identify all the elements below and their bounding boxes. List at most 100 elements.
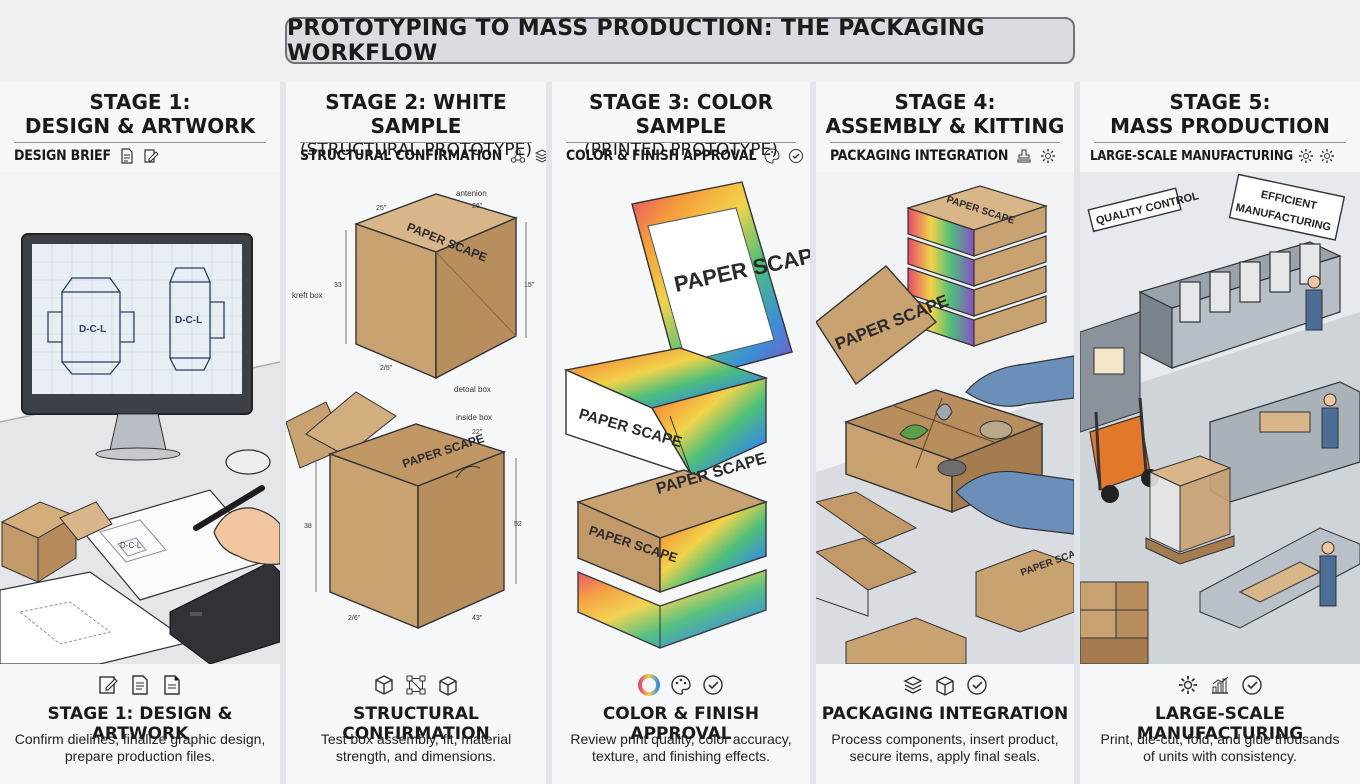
bar-chart-icon — [1212, 676, 1229, 694]
palette-icon — [764, 148, 780, 164]
box-icon — [936, 676, 954, 696]
annotation-label: inside box — [456, 413, 492, 422]
divider-rule — [1094, 142, 1346, 143]
layers-icon — [903, 676, 923, 694]
divider-rule — [300, 142, 532, 143]
divider-rule — [14, 142, 266, 143]
stage-1-desc-line1: Confirm dielines, finalize graphic desig… — [14, 731, 266, 747]
stamp-icon — [1017, 149, 1031, 163]
stage-1-caption: STAGE 1: DESIGN & ARTWORK — [47, 704, 233, 744]
stage-4-subheading: PACKAGING INTEGRATION — [830, 148, 1056, 164]
stage-1-heading-line2: DESIGN & ARTWORK — [24, 114, 256, 138]
gear-icon — [1319, 149, 1334, 163]
assembly-kitting-illustration: PAPER SCAPE PAPER SCAPE PAPER SCAPE — [816, 172, 1074, 664]
svg-text:38: 38 — [304, 523, 312, 530]
svg-text:2/5": 2/5" — [380, 365, 393, 372]
stage-4-illustration: PAPER SCAPE PAPER SCAPE PAPER SCAPE — [816, 172, 1074, 664]
white-sample-boxes-illustration: PAPER SCAPE antenion 25" 26" 33 15" 2/5"… — [286, 172, 546, 664]
stage-3-illustration: PAPER SCAPE PAPER SCAPE PAPER SCAPE PAPE… — [552, 172, 810, 664]
svg-text:22": 22" — [472, 429, 483, 436]
file-icon — [164, 675, 180, 695]
cube-icon — [375, 675, 393, 695]
stage-4-description: Process components, insert product, secu… — [826, 731, 1064, 765]
stage-3-icon-row — [552, 674, 810, 696]
divider-rule — [830, 142, 1060, 143]
page-title: PROTOTYPING TO MASS PRODUCTION: THE PACK… — [285, 16, 1075, 66]
gear-icon — [1179, 676, 1197, 694]
stage-3-description: Review print quality, color accuracy, te… — [562, 731, 800, 765]
svg-text:52: 52 — [514, 521, 522, 528]
palette-icon — [671, 675, 691, 695]
stage-1-heading: STAGE 1: DESIGN & ARTWORK — [0, 90, 280, 138]
stage-2-panel: STAGE 2: WHITE SAMPLE (STRUCTURAL PROTOT… — [286, 82, 550, 784]
edit-icon — [99, 676, 118, 694]
stage-3-subheading-label: COLOR & FINISH APPROVAL — [566, 148, 757, 164]
stage-4-desc-line2: secure items, apply final seals. — [849, 748, 1041, 764]
stage-4-caption: PACKAGING INTEGRATION — [821, 704, 1069, 724]
stage-1-illustration: D-C-L D-C-L D-C-L — [0, 172, 280, 664]
stage-2-subheading-label: STRUCTURAL CONFIRMATION — [300, 148, 503, 164]
box-icon — [439, 676, 457, 696]
edit-icon — [144, 149, 159, 163]
annotation-label: detoal box — [454, 385, 491, 394]
factory-floor-illustration: QUALITY CONTROL EFFICIENT MANUFACTURING — [1080, 172, 1360, 664]
svg-text:25": 25" — [376, 205, 387, 212]
stage-1-description: Confirm dielines, finalize graphic desig… — [10, 731, 270, 765]
stage-3-panel: STAGE 3: COLOR SAMPLE (PRINTED PROTOTYPE… — [552, 82, 810, 784]
column-divider — [280, 82, 286, 784]
stage-5-panel: STAGE 5: MASS PRODUCTION LARGE-SCALE MAN… — [1080, 82, 1360, 784]
stage-5-heading-line2: MASS PRODUCTION — [1110, 114, 1330, 138]
stage-3-heading-line2: (PRINTED PROTOTYPE) — [584, 140, 778, 160]
dieline-label: D-C-L — [120, 541, 142, 550]
stage-3-caption: COLOR & FINISH APPROVAL — [602, 704, 760, 744]
document-icon — [132, 675, 148, 695]
check-circle-icon — [789, 149, 804, 163]
column-divider — [546, 82, 552, 784]
stage-4-heading-line1: STAGE 4: — [894, 90, 996, 114]
stage-1-heading-line1: STAGE 1: — [89, 90, 191, 114]
stage-5-heading-line1: STAGE 5: — [1169, 90, 1271, 114]
column-divider — [1074, 82, 1080, 784]
stage-4-heading-line2: ASSEMBLY & KITTING — [825, 114, 1065, 138]
stage-3-subheading: COLOR & FINISH APPROVAL — [566, 148, 804, 164]
stage-2-heading-line1: STAGE 2: WHITE SAMPLE — [325, 90, 507, 138]
stage-2-desc-line1: Test box assembly, fit, material — [320, 731, 512, 747]
divider-rule — [566, 142, 796, 143]
stage-3-heading: STAGE 3: COLOR SAMPLE (PRINTED PROTOTYPE… — [552, 90, 810, 162]
stage-4-subheading-label: PACKAGING INTEGRATION — [830, 148, 1009, 164]
stage-2-subheading: STRUCTURAL CONFIRMATION — [300, 148, 550, 164]
svg-text:2/6": 2/6" — [348, 615, 361, 622]
stage-1-desc-line2: prepare production files. — [64, 748, 216, 764]
stage-3-heading-line1: STAGE 3: COLOR SAMPLE — [588, 90, 773, 138]
design-workstation-illustration: D-C-L D-C-L D-C-L — [0, 172, 280, 664]
check-circle-icon — [1242, 675, 1262, 695]
stage-2-icon-row — [286, 674, 546, 696]
stage-5-heading: STAGE 5: MASS PRODUCTION — [1080, 90, 1360, 138]
color-wheel-icon — [638, 674, 660, 696]
structure-icon — [510, 149, 526, 163]
stage-4-panel: STAGE 4: ASSEMBLY & KITTING PACKAGING IN… — [816, 82, 1074, 784]
stage-2-illustration: PAPER SCAPE antenion 25" 26" 33 15" 2/5"… — [286, 172, 546, 664]
stage-4-icon-row — [816, 674, 1074, 696]
annotation-label: kreft box — [292, 291, 323, 300]
gear-icon — [1298, 149, 1313, 163]
document-icon — [121, 148, 133, 164]
stage-4-heading: STAGE 4: ASSEMBLY & KITTING — [816, 90, 1074, 138]
stage-2-desc-line2: strength, and dimensions. — [335, 748, 497, 764]
svg-text:26": 26" — [472, 203, 483, 210]
stage-5-icon-row — [1080, 674, 1360, 696]
gear-icon — [1041, 149, 1056, 163]
stage-1-subheading: DESIGN BRIEF — [14, 148, 159, 164]
color-sample-boxes-illustration: PAPER SCAPE PAPER SCAPE PAPER SCAPE PAPE… — [552, 172, 810, 664]
stage-5-caption: LARGE-SCALE MANUFACTURING — [1136, 704, 1304, 744]
vector-icon — [406, 675, 426, 695]
stage-1-panel: STAGE 1: DESIGN & ARTWORK DESIGN BRIEF — [0, 82, 280, 784]
stage-5-desc-line2: of units with consistency. — [1143, 748, 1297, 764]
mouse — [225, 449, 271, 475]
svg-text:15": 15" — [524, 282, 535, 289]
dimension-label: antenion — [456, 189, 487, 198]
stage-5-illustration: QUALITY CONTROL EFFICIENT MANUFACTURING — [1080, 172, 1360, 664]
dieline-label: D-C-L — [175, 315, 202, 326]
svg-text:43": 43" — [472, 615, 483, 622]
column-divider — [810, 82, 816, 784]
